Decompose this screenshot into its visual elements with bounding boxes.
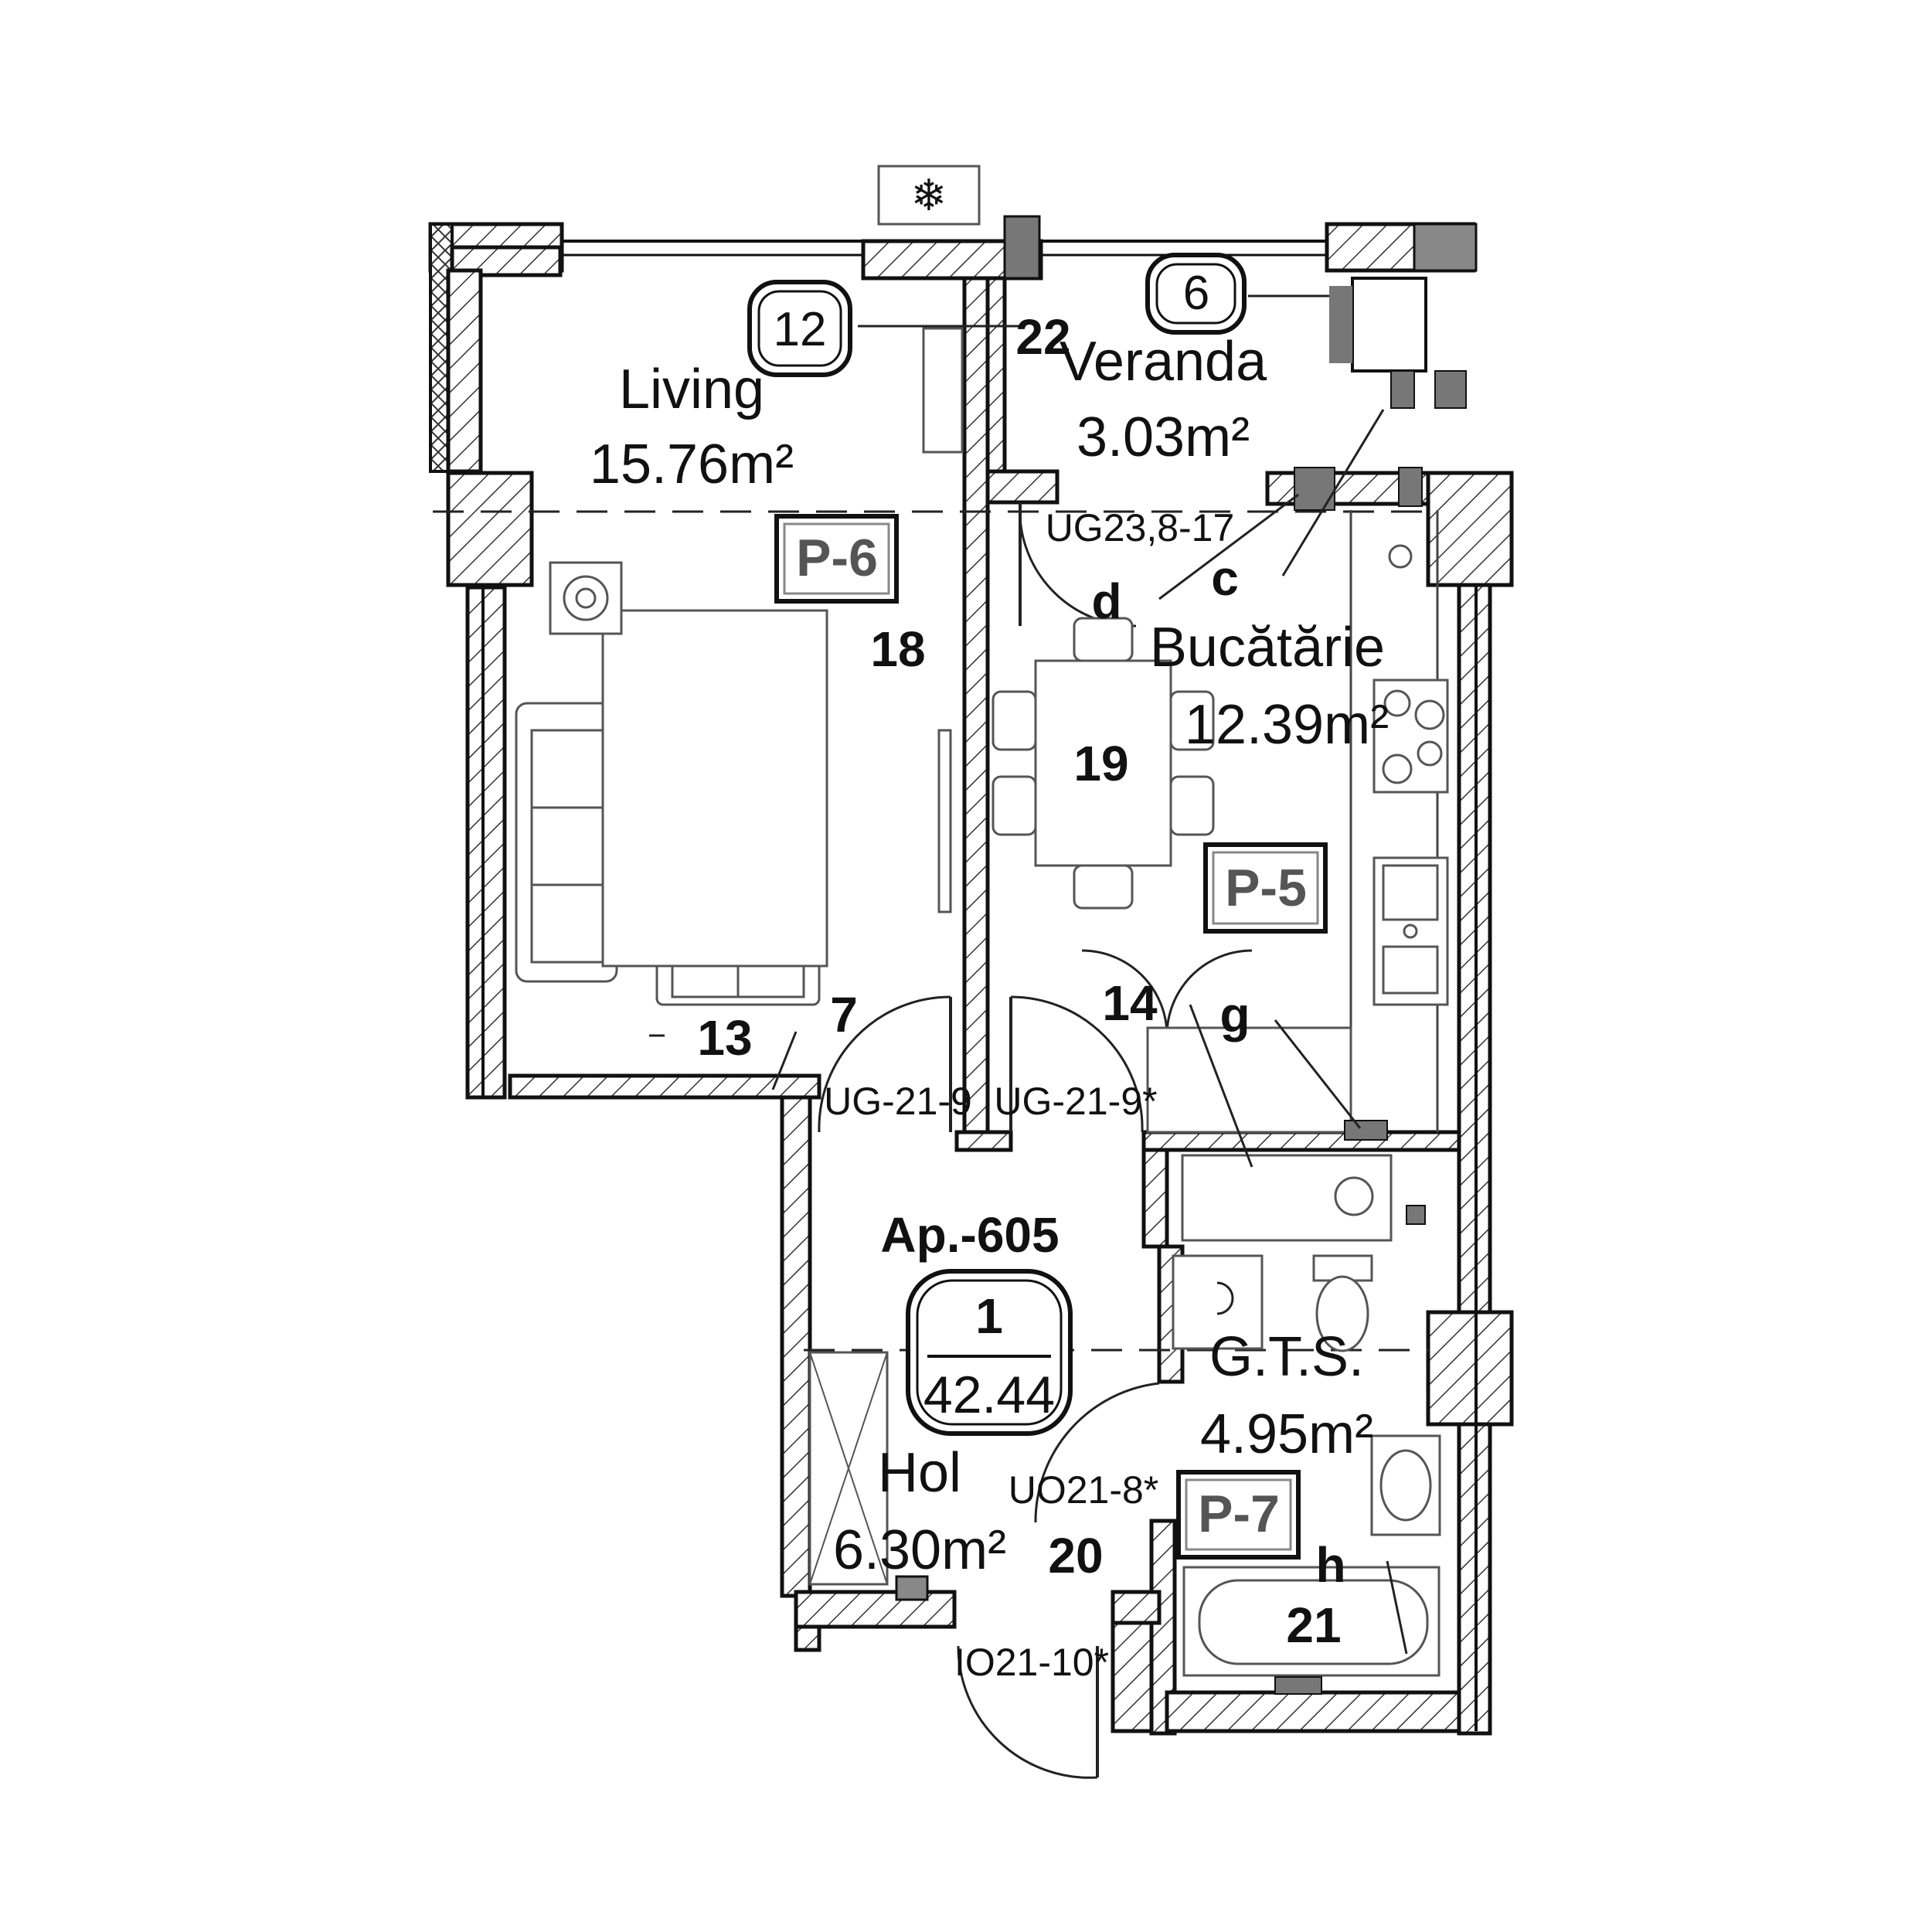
room-veranda-area: 3.03m² <box>1077 406 1250 468</box>
furniture <box>515 327 1439 1134</box>
snowflake-icon: ❄ <box>877 165 981 226</box>
sink-icon <box>1372 856 1449 1006</box>
marker-19: 19 <box>1073 736 1128 791</box>
room-veranda-name: Veranda <box>1060 331 1267 393</box>
wardrobe <box>808 1351 889 1586</box>
panel-p5-label: P-5 <box>1225 859 1307 917</box>
svg-text:❄: ❄ <box>911 171 947 221</box>
marker-13: 13 <box>697 1010 752 1066</box>
room-gts-area: 4.95m² <box>1200 1403 1373 1465</box>
window-tag-12-label: 12 <box>774 303 827 356</box>
room-gts: G.T.S. 4.95m² <box>1200 1326 1373 1465</box>
stove-icon <box>1372 679 1449 794</box>
panel-p7-label: P-7 <box>1198 1485 1280 1543</box>
door-code-uo21-8: UO21-8* <box>1009 1468 1159 1512</box>
door-codes: UG23,8-17 UG-21-9 UG-21-9* UO21-8* IO21-… <box>824 506 1234 1684</box>
room-hall-area: 6.30m² <box>833 1519 1006 1581</box>
apartment-area: 42.44 <box>923 1366 1055 1424</box>
panel-p5: P-5 <box>1203 842 1328 934</box>
washing-machine-icon <box>1172 1154 1393 1350</box>
letter-d: d <box>1091 573 1121 629</box>
markers: 22 18 19 14 13 7 20 21 <box>697 309 1341 1653</box>
room-living-name: Living <box>619 359 764 420</box>
toilet-icon <box>1312 1254 1373 1352</box>
letters: d c g h <box>1091 550 1345 1593</box>
apartment-number: 1 <box>975 1288 1003 1344</box>
marker-20: 20 <box>1048 1528 1103 1583</box>
apartment-label: Ap.-605 <box>880 1207 1059 1263</box>
panel-p6-label: P-6 <box>796 529 878 587</box>
room-gts-name: G.T.S. <box>1209 1326 1364 1388</box>
room-living: Living 15.76m² <box>590 359 794 495</box>
shafts <box>1003 215 1478 1695</box>
room-hall: Hol 6.30m² <box>833 1442 1006 1581</box>
door-code-ug23: UG23,8-17 <box>1046 506 1235 549</box>
window-tag-12: 12 <box>747 280 852 377</box>
door-code-ug21-9-star: UG-21-9* <box>994 1080 1157 1123</box>
letter-g: g <box>1219 987 1250 1043</box>
marker-21: 21 <box>1286 1597 1341 1653</box>
letter-h: h <box>1315 1537 1345 1593</box>
letter-c: c <box>1211 550 1239 606</box>
room-hall-name: Hol <box>878 1442 961 1504</box>
room-kitchen: Bucătărie 12.39m² <box>1150 617 1389 756</box>
marker-14: 14 <box>1102 975 1158 1031</box>
room-living-area: 15.76m² <box>590 434 794 495</box>
door-code-io21-10: IO21-10* <box>954 1641 1109 1684</box>
leader-lines <box>649 294 1408 1655</box>
window-tag-6: 6 <box>1145 253 1247 335</box>
panel-p7: P-7 <box>1176 1470 1301 1560</box>
marker-22: 22 <box>1015 309 1070 365</box>
marker-18: 18 <box>870 621 925 677</box>
bathtub-icon <box>1182 1566 1440 1677</box>
washbasin-icon <box>1370 1434 1441 1536</box>
door-code-ug21-9: UG-21-9 <box>824 1080 972 1123</box>
panel-p6: P-6 <box>774 514 899 604</box>
room-kitchen-name: Bucătărie <box>1150 617 1385 679</box>
room-kitchen-area: 12.39m² <box>1185 694 1389 756</box>
apartment-tag: Ap.-605 1 42.44 <box>880 1207 1073 1436</box>
marker-7: 7 <box>830 987 858 1043</box>
window-tag-6-label: 6 <box>1183 267 1209 320</box>
room-veranda: Veranda 3.03m² <box>1060 331 1267 468</box>
